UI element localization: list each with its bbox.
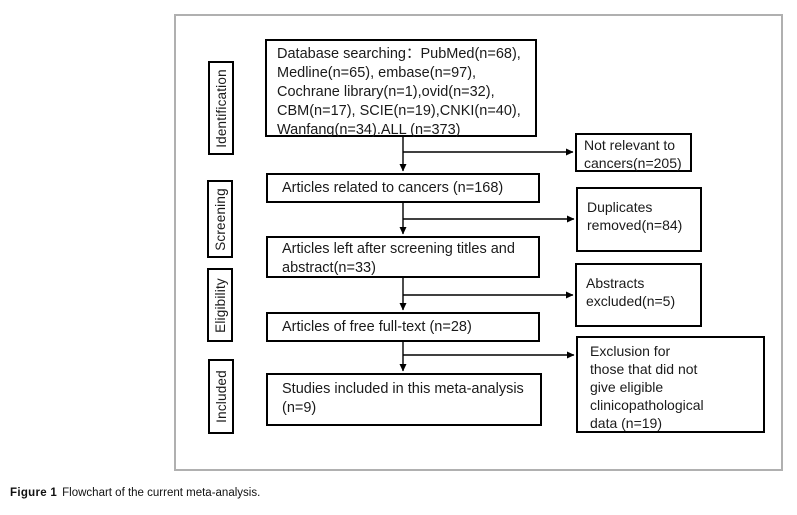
flow-box-articles-after-screening: Articles left after screening titles and… (266, 236, 540, 278)
stage-label-screening: Screening (212, 187, 228, 251)
stage-label-identification: Identification (213, 68, 229, 148)
stage-box-included: Included (208, 359, 234, 434)
side-box-exclusion-no-data: Exclusion for those that did not give el… (576, 336, 765, 433)
figure-caption-text: Flowchart of the current meta-analysis. (62, 487, 261, 499)
flow-box-free-fulltext: Articles of free full-text (n=28) (266, 312, 540, 342)
stage-label-included: Included (213, 370, 229, 423)
flow-box-database-searching: Database searching：PubMed(n=68), Medline… (265, 39, 537, 138)
side-box-duplicates-removed: Duplicates removed(n=84) (576, 187, 702, 252)
flow-box-studies-included: Studies included in this meta-analysis (… (266, 373, 542, 426)
stage-label-eligibility: Eligibility (212, 277, 228, 333)
figure-caption: Figure 1 Flowchart of the current meta-an… (10, 487, 260, 499)
stage-box-eligibility: Eligibility (207, 268, 233, 342)
side-box-abstracts-excluded: Abstracts excluded(n=5) (575, 263, 702, 327)
figure-caption-label: Figure 1 (10, 487, 58, 499)
stage-box-screening: Screening (207, 180, 233, 258)
stage-box-identification: Identification (208, 61, 234, 155)
side-box-not-relevant: Not relevant to cancers(n=205) (575, 133, 692, 172)
flow-box-articles-related: Articles related to cancers (n=168) (266, 173, 540, 203)
